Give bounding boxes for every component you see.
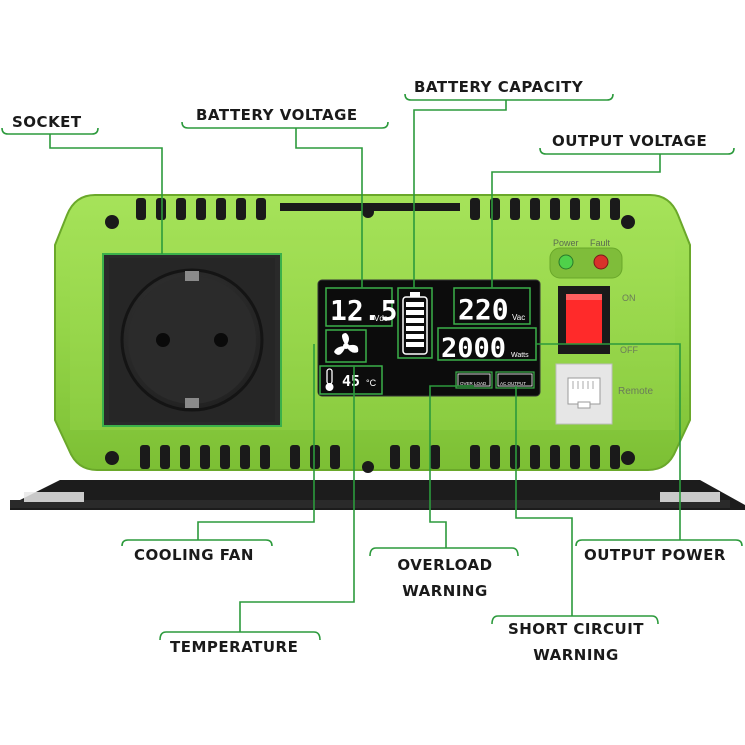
rj45-icon	[555, 363, 613, 425]
control-panel: Power Fault ON OFF Remote	[549, 238, 653, 425]
short-tag: AC OUTPUT	[500, 381, 526, 386]
remote-label: Remote	[618, 386, 653, 397]
leader-lines	[49, 100, 681, 632]
label-overload-line2: WARNING	[402, 582, 488, 600]
socket-icon	[102, 253, 282, 427]
fault-led	[593, 254, 609, 270]
label-battery-capacity: BATTERY CAPACITY	[414, 78, 584, 96]
label-cooling-fan: COOLING FAN	[134, 546, 254, 564]
temperature-value: 45	[342, 372, 360, 390]
label-short-circuit-warning: SHORT CIRCUIT WARNING	[494, 616, 658, 668]
label-short-line1: SHORT CIRCUIT	[507, 620, 645, 638]
battery-voltage-value: 12.5	[330, 294, 397, 327]
bottom-vents	[140, 445, 620, 469]
callout-brackets	[1, 93, 743, 641]
mounting-plate	[10, 480, 745, 510]
label-socket: SOCKET	[12, 113, 82, 131]
output-voltage-value: 220	[458, 293, 509, 326]
label-output-voltage: OUTPUT VOLTAGE	[552, 132, 708, 150]
label-overload-warning: OVERLOAD WARNING	[378, 552, 512, 604]
lcd-display: 12.5 Vdc 220 Vac 2000 Watts	[317, 279, 541, 397]
battery-icon	[397, 287, 433, 359]
output-voltage-unit: Vac	[512, 313, 525, 322]
thermometer-icon	[325, 368, 334, 391]
output-power-unit: Watts	[511, 352, 529, 359]
switch-on-label: ON	[622, 293, 636, 303]
power-indicator-label: Power	[553, 238, 579, 248]
label-battery-voltage: BATTERY VOLTAGE	[196, 106, 358, 124]
label-output-power: OUTPUT POWER	[584, 546, 726, 564]
top-vents	[136, 198, 620, 220]
screws	[105, 206, 635, 473]
battery-voltage-unit: Vdc	[374, 314, 388, 323]
output-power-value: 2000	[441, 333, 506, 364]
switch-off-label: OFF	[620, 345, 638, 355]
fan-icon	[325, 329, 367, 363]
power-led	[558, 254, 574, 270]
fault-indicator-label: Fault	[590, 238, 611, 248]
temperature-unit: °C	[366, 378, 377, 388]
label-temperature: TEMPERATURE	[170, 638, 299, 656]
label-overload-line1: OVERLOAD	[397, 556, 493, 574]
overload-tag: OVER LOAD	[460, 381, 487, 386]
label-short-line2: WARNING	[533, 646, 619, 664]
